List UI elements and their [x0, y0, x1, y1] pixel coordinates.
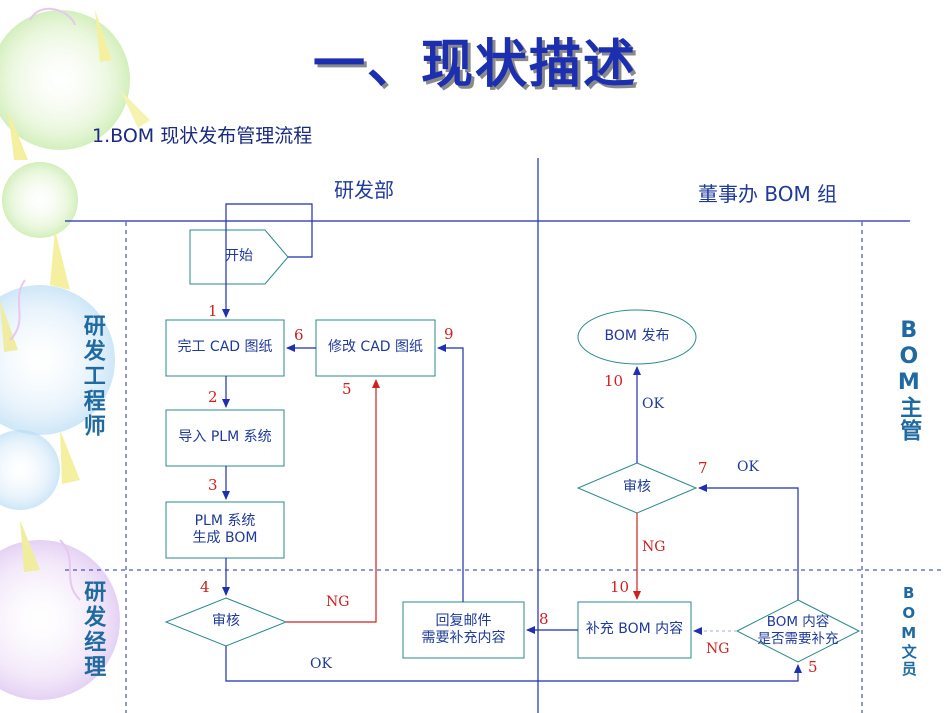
step-9: 9 — [444, 325, 454, 343]
decorative-background — [0, 7, 150, 700]
label-ok-need-supplement: OK — [737, 459, 759, 475]
reply-mail-shape — [402, 601, 525, 659]
need-supplement-node: BOM 内容 是否需要补充 — [757, 614, 839, 647]
supplement-node: 补充 BOM 内容 — [585, 621, 684, 638]
supplement-shape — [577, 601, 692, 659]
plm-import-node: 导入 PLM 系统 — [178, 429, 272, 446]
label-ng-need-supplement: NG — [706, 641, 730, 657]
step-1: 1 — [208, 302, 218, 320]
step-10-ok: 10 — [604, 372, 624, 390]
lane-dev-label: 研发部 — [334, 178, 394, 202]
review-bom-node: 审核 — [623, 479, 651, 496]
flow-connectors — [222, 203, 802, 682]
step-5-ng: 5 — [342, 380, 352, 398]
step-8: 8 — [539, 610, 549, 628]
role-manager: 研发经理 — [74, 580, 110, 689]
start-node: 开始 — [225, 248, 253, 265]
step-10-ng: 10 — [610, 578, 630, 596]
step-5-ok: 5 — [808, 658, 818, 676]
role-bom-manager-text: BOM主管 — [896, 318, 922, 442]
plm-gen-shape — [165, 501, 285, 559]
swimlane-lines — [65, 158, 945, 713]
step-3: 3 — [208, 476, 218, 494]
page-title: 一、现状描述 — [312, 35, 637, 95]
reply-mail-node: 回复邮件 需要补充内容 — [421, 612, 506, 647]
plm-gen-node: PLM 系统 生成 BOM — [192, 512, 258, 547]
step-6: 6 — [294, 326, 304, 344]
need-supplement-shape — [735, 599, 861, 663]
start-node-shape — [189, 229, 289, 285]
label-ok-review-bom: OK — [642, 396, 664, 412]
role-engineer: 研发工程师 — [74, 314, 110, 447]
plm-import-shape — [165, 409, 285, 467]
review-mgr-node: 审核 — [212, 613, 240, 630]
publish-node: BOM 发布 — [604, 328, 670, 345]
lane-board-label: 董事办 BOM 组 — [698, 182, 838, 206]
cad-modify-node: 修改 CAD 图纸 — [327, 339, 424, 356]
cad-modify-shape — [315, 319, 436, 377]
publish-shape — [577, 309, 697, 365]
step-4: 4 — [200, 578, 210, 596]
label-ok-review-mgr: OK — [310, 656, 332, 672]
role-manager-text: 研发经理 — [80, 580, 106, 680]
step-7: 7 — [698, 459, 708, 477]
flow-nodes — [164, 229, 861, 663]
role-bom-manager: BOM主管 — [890, 318, 926, 451]
role-bom-clerk-text: BOM文员 — [899, 584, 918, 678]
role-engineer-text: 研发工程师 — [79, 314, 105, 439]
page-subtitle: 1.BOM 现状发布管理流程 — [92, 125, 313, 147]
role-bom-clerk: BOM文员 — [890, 584, 926, 684]
step-2: 2 — [208, 388, 218, 406]
label-ng-review-bom: NG — [642, 539, 666, 555]
cad-done-shape — [165, 319, 285, 377]
label-ng-review-mgr: NG — [326, 594, 350, 610]
cad-done-node: 完工 CAD 图纸 — [177, 339, 273, 356]
